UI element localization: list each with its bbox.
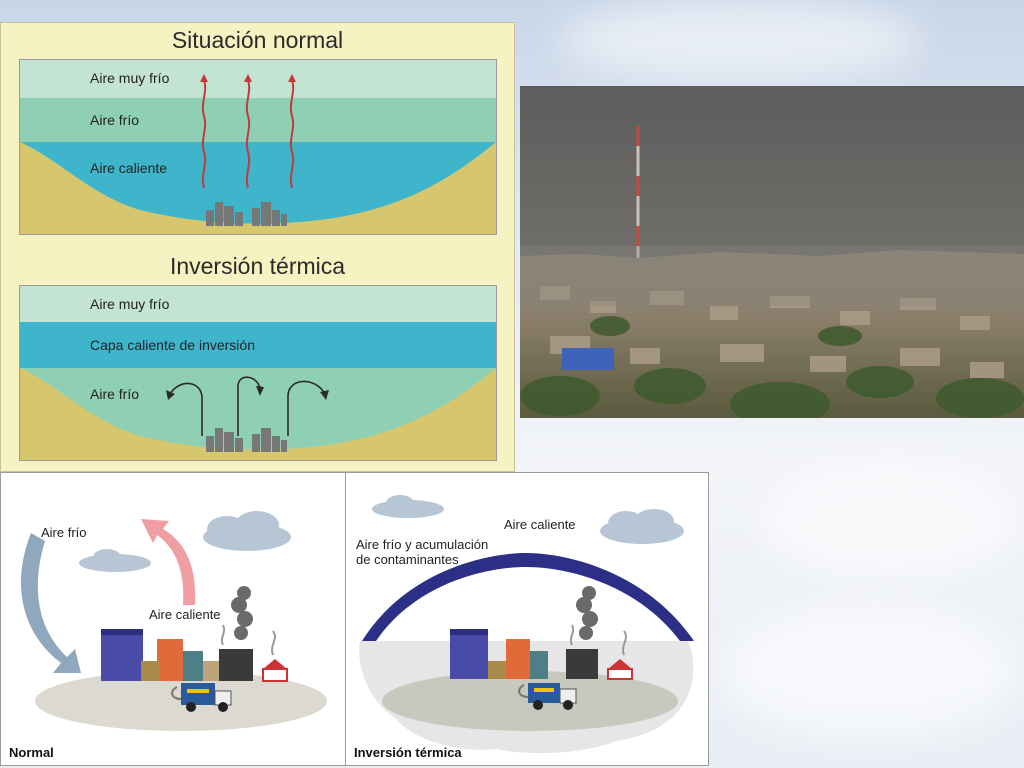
cold-air-label: Aire frío <box>90 386 140 402</box>
city-buildings <box>450 629 633 680</box>
inversion-illustration-panel: Aire caliente Aire frío y acumulación de… <box>345 472 709 766</box>
cloud <box>600 509 684 544</box>
very-cold-air-label: Aire muy frío <box>90 296 170 312</box>
smoke <box>576 586 598 640</box>
truck <box>171 683 232 712</box>
layers-diagram-panel: Situación normal <box>0 22 515 472</box>
very-cold-air-label: Aire muy frío <box>90 70 170 86</box>
sky-cloud <box>560 0 920 80</box>
cold-air-label: Aire frío <box>90 112 140 128</box>
cold-air-layer <box>20 98 496 142</box>
cold-air-pollutants-label-line2: de contaminantes <box>356 552 459 567</box>
thermal-inversion-title: Inversión térmica <box>169 253 346 279</box>
cold-air-arrow <box>21 533 81 673</box>
inversion-caption: Inversión térmica <box>354 745 462 760</box>
sky-cloud <box>720 600 1020 740</box>
very-cold-air-layer <box>20 286 496 322</box>
thermal-inversion-section: Aire muy frío Capa caliente de inversión… <box>19 285 497 461</box>
normal-caption: Normal <box>9 745 54 760</box>
cloud <box>79 549 151 572</box>
sky-cloud <box>760 460 1020 580</box>
warm-inversion-layer <box>20 322 496 368</box>
cloud <box>372 495 444 518</box>
terrain-valley <box>20 368 496 460</box>
city-silhouette <box>206 202 287 226</box>
very-cold-air-layer <box>20 60 496 98</box>
city-buildings <box>101 629 288 682</box>
warm-inversion-label: Capa caliente de inversión <box>90 337 255 353</box>
smoke <box>231 586 253 640</box>
hot-air-label: Aire caliente <box>504 517 576 532</box>
truck <box>518 683 577 710</box>
cold-air-pollutants-label-line1: Aire frío y acumulación <box>356 537 489 552</box>
city-silhouette <box>206 428 287 452</box>
inversion-dome <box>362 553 694 641</box>
hot-air-label: Aire caliente <box>149 607 221 622</box>
normal-illustration-panel: Aire frío Aire caliente Normal <box>0 472 346 766</box>
normal-situation-section: Aire muy frío Aire frío Aire caliente <box>19 59 497 235</box>
normal-situation-title: Situación normal <box>171 27 344 53</box>
hot-air-arrow <box>141 519 196 605</box>
cold-air-label: Aire frío <box>41 525 87 540</box>
terrain-valley <box>20 74 496 234</box>
smog-city-photo <box>520 86 1024 418</box>
cloud <box>203 511 291 551</box>
warm-air-label: Aire caliente <box>90 160 168 176</box>
